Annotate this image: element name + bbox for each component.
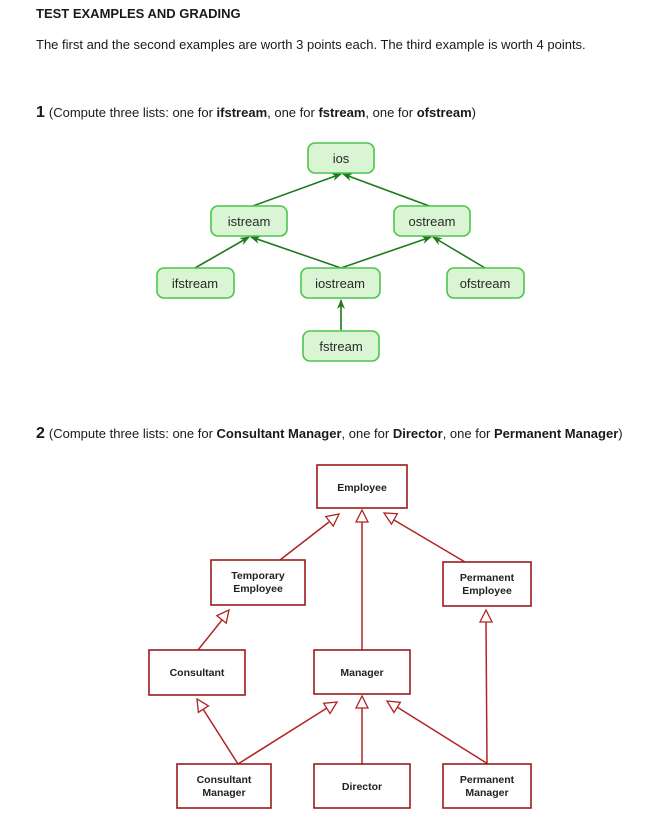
edge-iostream-ostream — [340, 236, 432, 269]
node-ostream: ostream — [393, 205, 471, 237]
class-director-label: Director — [342, 781, 382, 793]
node-ofstream: ofstream — [446, 267, 525, 299]
node-ostream-label: ostream — [409, 214, 456, 229]
class-consultant-manager-label-2: Manager — [202, 787, 245, 799]
arrowhead-temporary-employee — [324, 513, 341, 528]
employee-hierarchy-diagram: Employee Temporary Employee Permanent Em… — [148, 464, 532, 809]
class-permanent-employee-label-2: Employee — [462, 585, 512, 597]
example-2-text-4: ) — [618, 426, 623, 441]
node-ofstream-label: ofstream — [460, 276, 511, 291]
stream-hierarchy-diagram: ios istream ostream ifstream iostream of… — [156, 142, 525, 362]
class-consultant-manager: Consultant Manager — [176, 763, 272, 809]
node-iostream: iostream — [300, 267, 381, 299]
arrowhead-manager-permanent-manager — [385, 700, 402, 714]
example-1-text-2: , one for — [267, 105, 319, 120]
example-2-number: 2 — [36, 425, 45, 442]
class-temporary-employee-label-1: Temporary — [231, 570, 285, 582]
example-1-bold-1: ifstream — [216, 105, 268, 120]
node-ios: ios — [307, 142, 375, 174]
edge-consultant-temporary — [197, 619, 223, 651]
edge-ostream-ios — [342, 173, 433, 208]
arrowhead-permanent-employee-permanent-manager — [478, 608, 494, 623]
edge-permanent-employee-employee — [393, 519, 466, 563]
arrowhead-manager-director — [354, 694, 370, 709]
example-2-text-3: , one for — [442, 426, 494, 441]
edge-iostream-istream — [250, 236, 342, 269]
class-manager: Manager — [313, 649, 411, 695]
page-title: TEST EXAMPLES AND GRADING — [36, 6, 241, 21]
example-1-heading: 1(Compute three lists: one for ifstream,… — [36, 104, 476, 122]
class-director: Director — [313, 763, 411, 809]
arrowhead-permanent-employee-employee — [382, 512, 399, 526]
node-ifstream: ifstream — [156, 267, 235, 299]
class-permanent-employee: Permanent Employee — [442, 561, 532, 607]
class-temporary-employee: Temporary Employee — [210, 559, 306, 606]
class-employee-label: Employee — [337, 482, 387, 494]
example-1-bold-3: ofstream — [416, 105, 472, 120]
class-permanent-manager: Permanent Manager — [442, 763, 532, 809]
arrowhead-manager-consultant-manager — [322, 701, 339, 715]
node-iostream-label: iostream — [315, 276, 365, 291]
arrowhead-consultant-consultant-manager — [196, 697, 210, 714]
class-manager-label: Manager — [340, 667, 383, 679]
stream-edges — [194, 173, 486, 330]
employee-edges — [197, 519, 489, 765]
edge-istream-ios — [249, 173, 342, 208]
example-1-text-1: (Compute three lists: one for — [48, 105, 217, 120]
class-permanent-manager-label-2: Manager — [465, 787, 508, 799]
class-permanent-employee-label-1: Permanent — [460, 572, 515, 584]
intro-paragraph: The first and the second examples are wo… — [36, 37, 586, 52]
example-1-number: 1 — [36, 104, 45, 121]
edge-consultant-manager-consultant — [202, 708, 239, 765]
edge-temporary-employee — [279, 521, 330, 561]
class-consultant-label: Consultant — [170, 667, 225, 679]
class-temporary-employee-label-2: Employee — [233, 583, 283, 595]
arrowhead-manager-employee — [354, 508, 370, 523]
inheritance-arrowheads — [196, 508, 494, 715]
example-2-bold-2: Director — [392, 426, 443, 441]
node-ifstream-label: ifstream — [172, 276, 218, 291]
edge-permanent-manager-manager — [396, 706, 489, 765]
edge-ofstream-ostream — [432, 236, 486, 269]
edge-ifstream-istream — [194, 236, 250, 269]
example-2-bold-3: Permanent Manager — [494, 426, 619, 441]
arrowhead-consultant-temporary — [215, 608, 230, 625]
edge-permanent-manager-permanent-employee — [485, 621, 488, 765]
node-istream: istream — [210, 205, 288, 237]
node-fstream: fstream — [302, 330, 380, 362]
example-2-bold-1: Consultant Manager — [216, 426, 342, 441]
example-1-text-3: , one for — [365, 105, 417, 120]
example-1-text-4: ) — [471, 105, 476, 120]
class-employee: Employee — [316, 464, 408, 509]
node-istream-label: istream — [228, 214, 271, 229]
node-fstream-label: fstream — [319, 339, 362, 354]
class-consultant-manager-label-1: Consultant — [197, 774, 252, 786]
edge-consultant-manager-manager — [237, 707, 328, 765]
example-2-text-1: (Compute three lists: one for — [48, 426, 217, 441]
example-2-heading: 2(Compute three lists: one for Consultan… — [36, 425, 623, 443]
example-2-text-2: , one for — [341, 426, 393, 441]
class-permanent-manager-label-1: Permanent — [460, 774, 515, 786]
node-ios-label: ios — [333, 151, 350, 166]
class-consultant: Consultant — [148, 649, 246, 696]
example-1-bold-2: fstream — [318, 105, 366, 120]
